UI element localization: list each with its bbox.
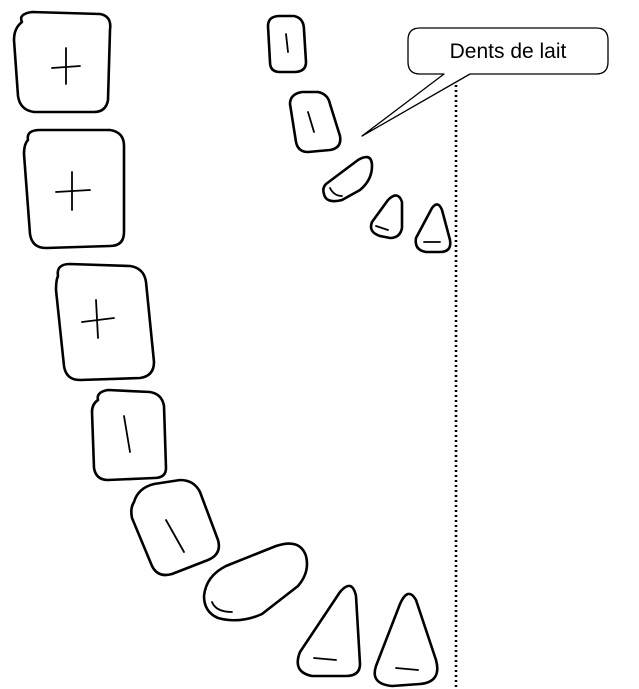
milk-tooth-5 bbox=[414, 203, 452, 254]
milk-tooth-4 bbox=[369, 194, 404, 240]
tooth-permanent-5 bbox=[130, 478, 221, 577]
tooth-permanent-7 bbox=[296, 584, 362, 678]
callout-bubble bbox=[361, 27, 609, 137]
tooth-permanent-2 bbox=[22, 128, 126, 250]
milk-tooth-3 bbox=[322, 155, 374, 203]
tooth-permanent-3 bbox=[54, 262, 156, 382]
tooth-permanent-6 bbox=[202, 542, 309, 622]
tooth-permanent-8 bbox=[373, 592, 439, 688]
callout-label: Dents de lait bbox=[450, 40, 567, 63]
milk-tooth-1 bbox=[266, 14, 308, 74]
tooth-permanent-4 bbox=[90, 388, 168, 482]
tooth-permanent-1 bbox=[12, 10, 112, 114]
milk-tooth-2 bbox=[288, 90, 342, 154]
